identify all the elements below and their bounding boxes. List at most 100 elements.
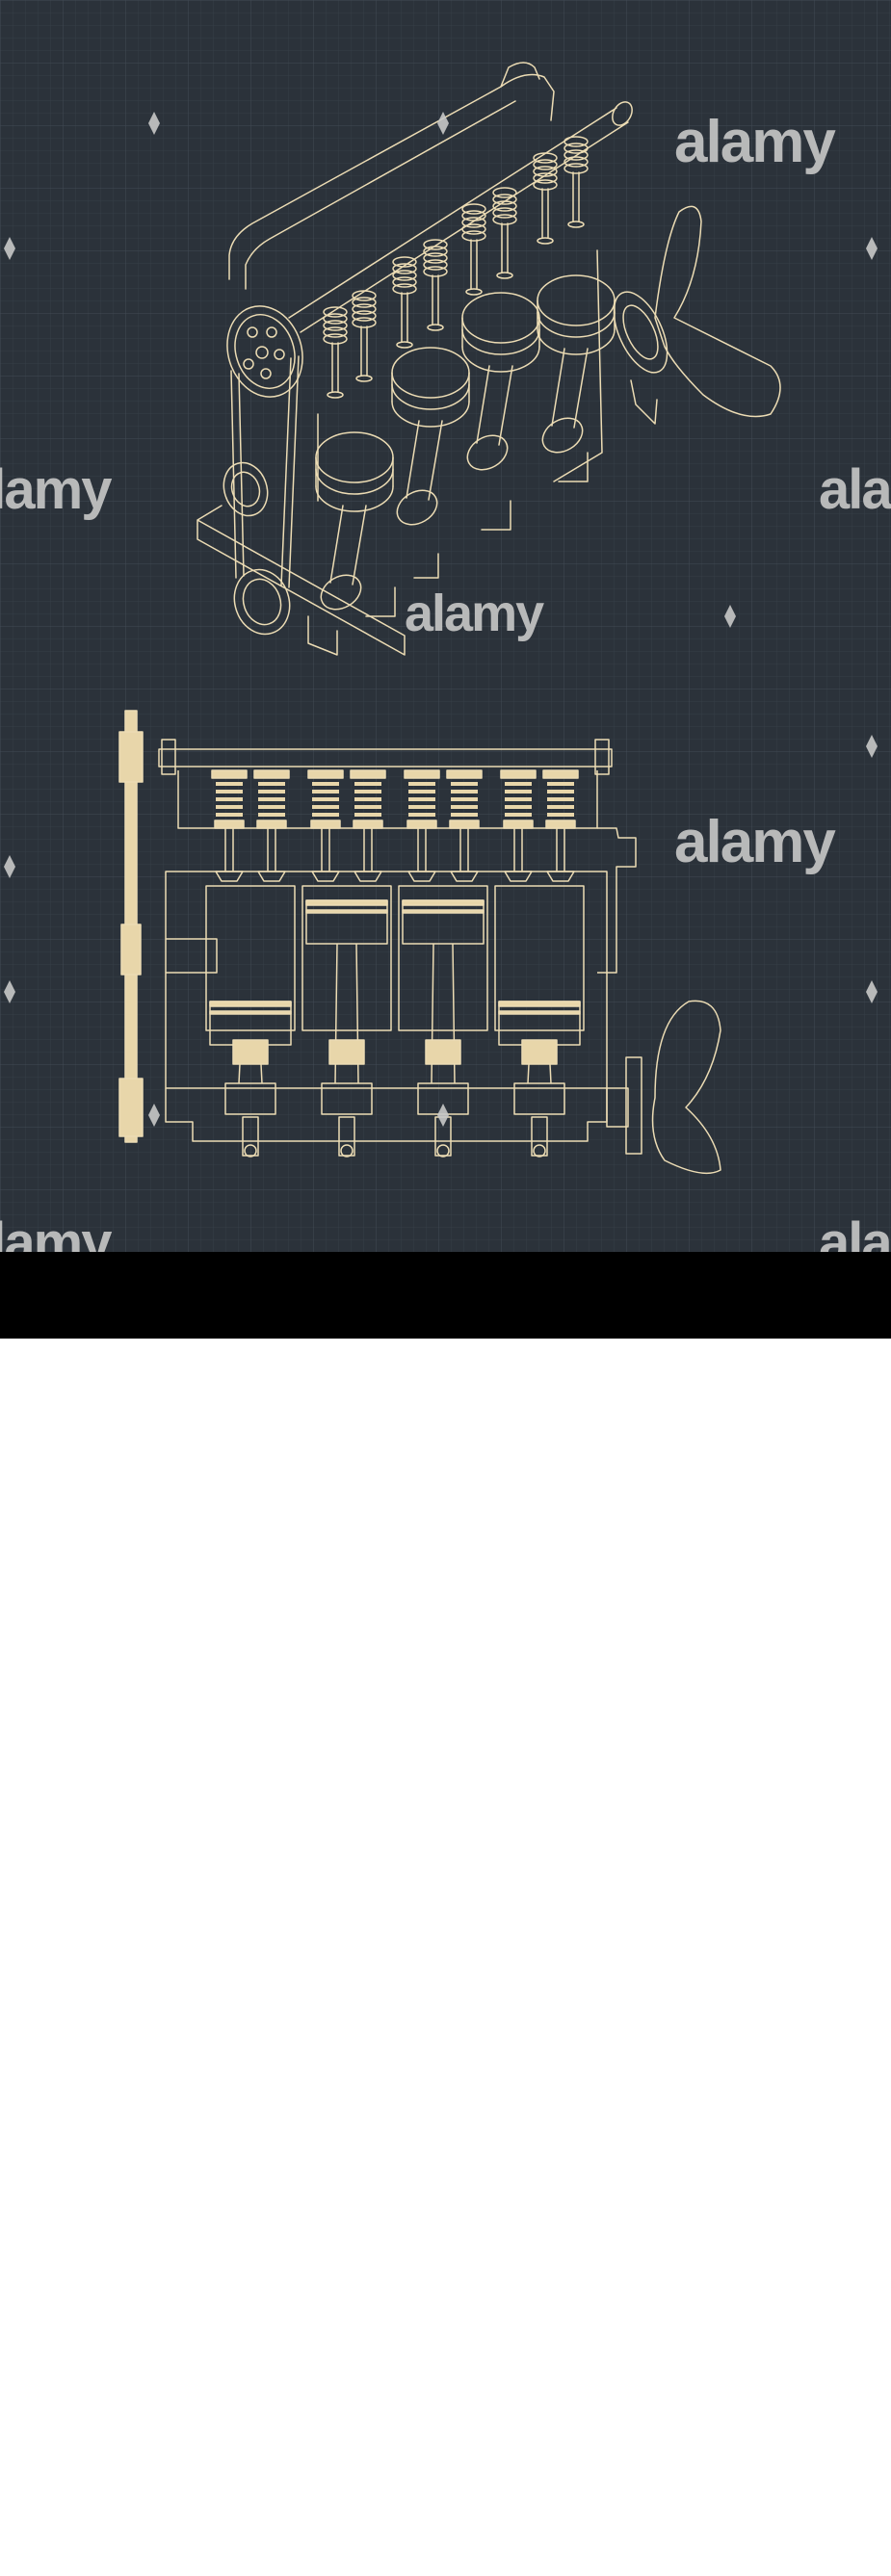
camshaft-front: [158, 748, 613, 768]
spring-retainer: [404, 769, 440, 779]
watermark-diamond: [437, 112, 449, 135]
front-piston-assembly: [301, 885, 392, 1158]
piston-ring: [391, 383, 470, 410]
spring-coil: [392, 283, 417, 295]
valve-cover-inner: [245, 100, 516, 290]
footer-bar: alamy Image ID: 2DG04KG www.alamy.com: [0, 1252, 891, 2574]
spring-coil: [352, 303, 377, 315]
base-foot: [307, 615, 338, 656]
spring-coil: [258, 797, 285, 801]
crank-web: [338, 1116, 355, 1157]
pulley-hole: [266, 326, 277, 338]
spring-coil: [563, 156, 589, 168]
blueprint-svg: alamyalamyalamyalamyalamyalamyalamy: [0, 0, 891, 1252]
spring-coil: [451, 782, 478, 786]
spring-coil: [312, 782, 339, 786]
block-edge: [317, 249, 603, 502]
valve-spring: [352, 290, 377, 382]
piston-ring: [461, 328, 540, 355]
cylinder-bore: [494, 885, 585, 1031]
cam-bearing: [594, 739, 610, 775]
piston-ring: [315, 468, 394, 495]
spring-coil: [563, 143, 589, 154]
front-view-engine-drawing: [118, 710, 721, 1175]
front-valve-assembly: [542, 769, 579, 882]
crank-pulley: [233, 568, 291, 636]
piston-body: [402, 899, 485, 945]
spring-coil: [451, 813, 478, 817]
spring-coil: [408, 805, 435, 809]
valve-head: [567, 221, 585, 228]
spring-coil: [312, 805, 339, 809]
spring-coil: [354, 813, 381, 817]
front-piston-assembly: [205, 885, 296, 1158]
spring-coil: [312, 797, 339, 801]
crank-pulley-front: [118, 1078, 144, 1137]
watermark-diamond: [4, 237, 15, 260]
watermark-diamond: [866, 980, 878, 1003]
spring-retainer: [211, 769, 248, 779]
site-url[interactable]: www.alamy.com: [733, 2554, 851, 2572]
front-valve-assembly: [404, 769, 440, 882]
spring-seat: [545, 820, 576, 829]
valve-stem: [432, 274, 439, 325]
valve-stem: [363, 828, 373, 872]
spring-coil: [323, 326, 348, 338]
propeller: [654, 205, 781, 418]
spring-coil: [354, 805, 381, 809]
isometric-pistons: [315, 274, 616, 611]
valve-stem: [267, 828, 276, 872]
spring-coil: [423, 246, 448, 257]
camshaft-end: [612, 101, 633, 126]
front-valve-assembly: [211, 769, 248, 882]
spring-coil: [354, 797, 381, 801]
rod-bolt-block: [232, 1039, 269, 1065]
rod-bolt-block: [328, 1039, 365, 1065]
spring-coil: [408, 813, 435, 817]
spring-coil: [451, 790, 478, 794]
valve-head: [354, 871, 382, 882]
valve-stem: [556, 828, 565, 872]
footer-logo[interactable]: alamy: [17, 2520, 146, 2574]
front-valve-assembly: [500, 769, 537, 882]
pulley-hole: [260, 368, 272, 379]
valve-stem: [501, 222, 509, 273]
valve-stem: [417, 828, 427, 872]
spring-seat: [406, 820, 437, 829]
watermark-diamond: [866, 735, 878, 758]
spring-coil: [323, 313, 348, 325]
watermark-text: alamy: [405, 585, 544, 642]
valve-head: [546, 871, 575, 882]
spring-coil: [533, 179, 558, 191]
spring-coil: [505, 805, 532, 809]
spring-coil: [461, 230, 486, 242]
piston-bottom: [537, 328, 616, 355]
spring-seat: [353, 820, 383, 829]
valve-head: [465, 288, 483, 296]
spring-coil: [451, 797, 478, 801]
spring-coil: [352, 317, 377, 328]
valve-head: [215, 871, 244, 882]
oil-cap: [500, 62, 540, 88]
watermark-diamond: [437, 1104, 449, 1127]
cylinder-bore: [301, 885, 392, 1031]
front-piston-assembly: [398, 885, 488, 1158]
flywheel-inner: [622, 304, 659, 360]
valve-spring: [533, 152, 558, 245]
spring-coil: [323, 320, 348, 331]
spring-seat: [449, 820, 480, 829]
oil-filter-front: [166, 938, 218, 974]
spring-coil: [533, 172, 558, 184]
spring-coil: [423, 266, 448, 277]
spring-retainer: [500, 769, 537, 779]
spring-coil: [216, 805, 243, 809]
crank-counterweight: [513, 1082, 565, 1115]
spring-coil: [408, 782, 435, 786]
spring-retainer: [446, 769, 483, 779]
spring-coil: [323, 306, 348, 318]
piston-ring: [305, 909, 388, 914]
crank-throw: [396, 489, 438, 526]
spring-coil: [492, 200, 517, 212]
valve-stem: [360, 325, 368, 377]
front-piston-assembly: [494, 885, 585, 1158]
